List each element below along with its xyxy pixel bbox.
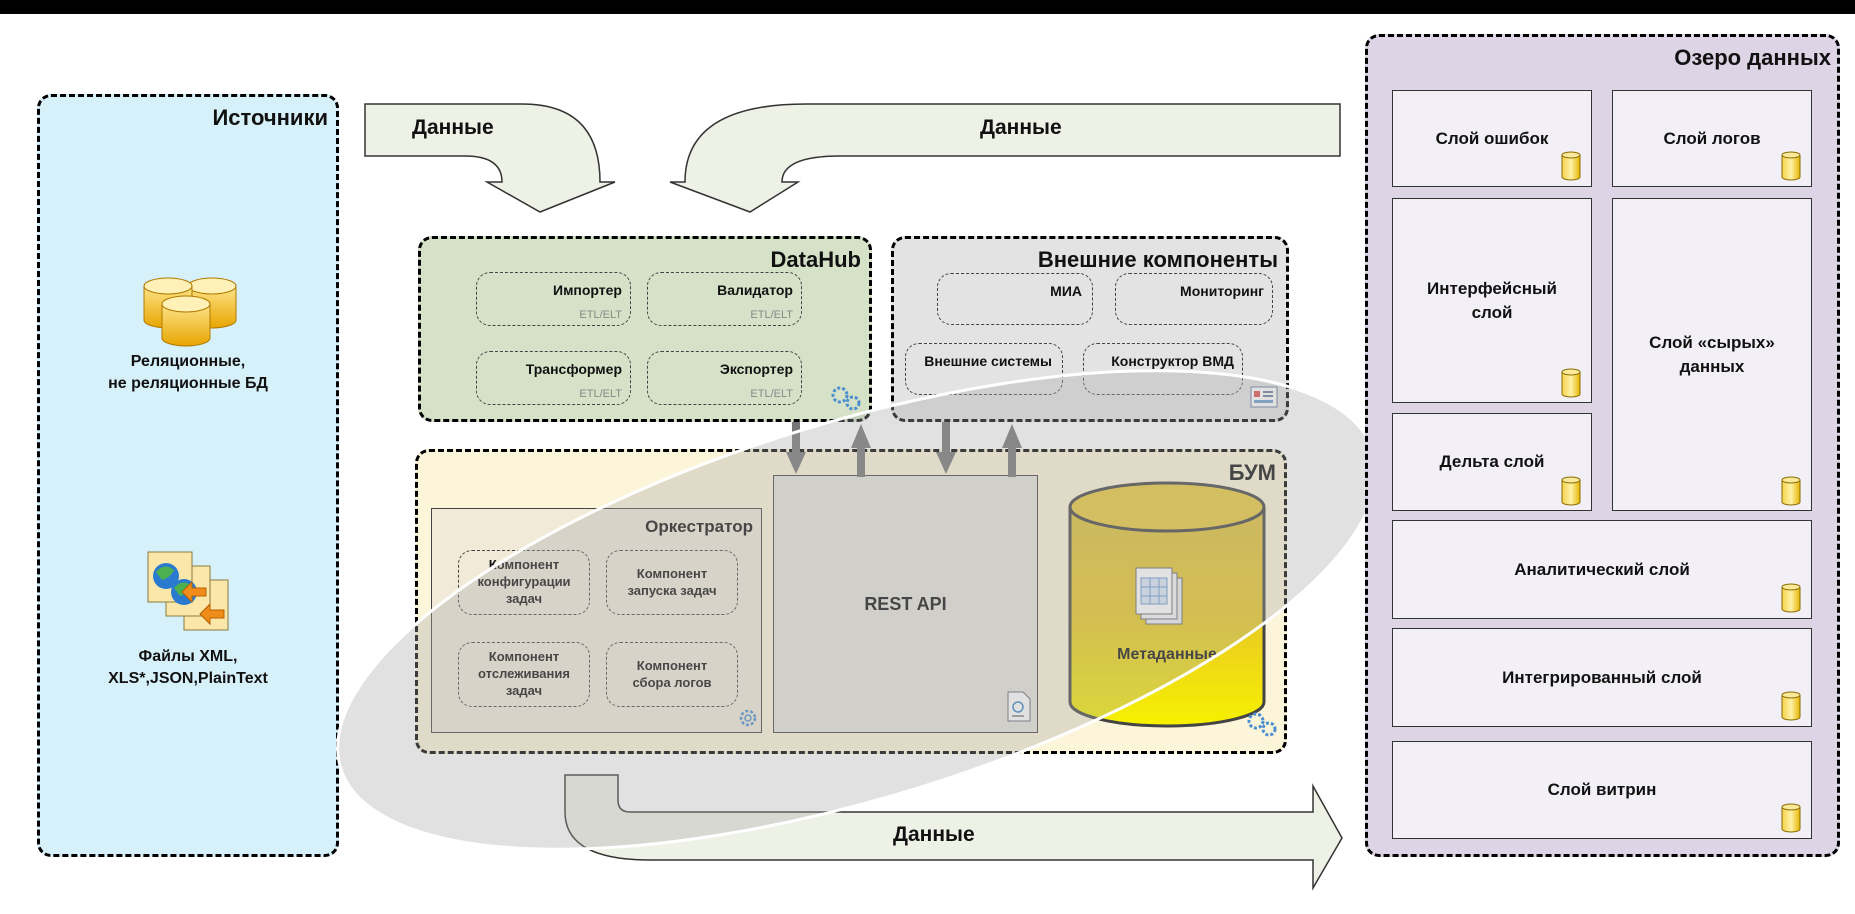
sources-panel: Источники [37,94,339,857]
sources-db-label: Реляционные, не реляционные БД [108,352,268,392]
data-flow-arrow-left [364,103,616,213]
marts-layer-db-icon [1781,803,1801,833]
sources-title: Источники [212,105,328,130]
delta-layer: Дельта слой [1392,413,1592,511]
datahub-validator: Валидатор ETL/ELT [647,272,802,326]
logs-layer-db-icon [1781,151,1801,181]
integrated-layer-db-icon [1781,691,1801,721]
raw-layer-db-icon [1781,476,1801,506]
flow-label-right: Данные [980,116,1062,139]
errors-layer-db-icon [1561,151,1581,181]
external-mia: МИА [937,273,1093,325]
raw-data-layer: Слой «сырых» данных [1612,198,1812,511]
files-icon [147,551,229,631]
monitoring-label: Мониторинг [1180,283,1264,299]
validator-label: Валидатор [717,282,793,298]
datahub-title: DataHub [770,247,861,272]
flow-label-left: Данные [412,116,494,139]
interface-layer: Интерфейсный слой [1392,198,1592,403]
external-monitoring: Мониторинг [1115,273,1273,325]
errors-layer: Слой ошибок [1392,90,1592,187]
logs-layer: Слой логов [1612,90,1812,187]
integrated-layer: Интегрированный слой [1392,628,1812,727]
vmd-constructor-label: Конструктор ВМД [1111,353,1234,369]
datahub-importer: Импортер ETL/ELT [476,272,631,326]
data-flow-arrow-right [669,103,1341,213]
top-border-bar [0,0,1855,14]
importer-tag: ETL/ELT [579,309,622,321]
external-systems-label: Внешние системы [924,353,1052,369]
interface-layer-db-icon [1561,368,1581,398]
external-title: Внешние компоненты [1037,247,1278,272]
database-icon [143,277,237,347]
delta-layer-db-icon [1561,476,1581,506]
marts-layer: Слой витрин [1392,741,1812,839]
analytic-layer-db-icon [1781,583,1801,613]
validator-tag: ETL/ELT [750,309,793,321]
analytic-layer: Аналитический слой [1392,520,1812,619]
importer-label: Импортер [553,282,622,298]
sources-files-label: Файлы XML, XLS*,JSON,PlainText [108,647,268,687]
data-lake-title: Озеро данных [1674,45,1831,70]
mia-label: МИА [1050,283,1082,299]
